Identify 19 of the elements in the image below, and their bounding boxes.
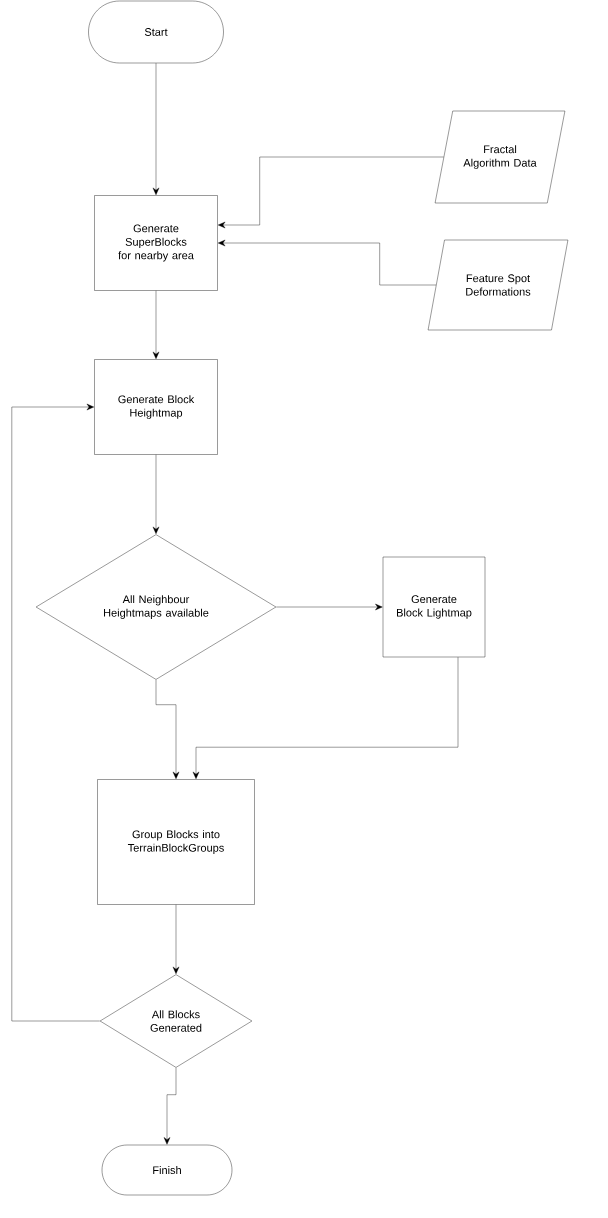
terminal-box: Finish bbox=[101, 1144, 233, 1196]
process-box: Generate Block Heightmap bbox=[94, 359, 218, 455]
data-parallelogram: Fractal Algorithm Data bbox=[434, 110, 566, 204]
arrow bbox=[11, 403, 100, 1022]
arrow bbox=[152, 454, 160, 534]
arrow bbox=[276, 603, 383, 611]
process-box: Group Blocks into TerrainBlockGroups bbox=[97, 779, 255, 905]
data-parallelogram: Feature Spot Deformations bbox=[427, 239, 569, 331]
arrow bbox=[218, 239, 437, 286]
arrow bbox=[192, 657, 459, 779]
arrow bbox=[163, 1067, 177, 1145]
arrow bbox=[218, 156, 444, 229]
terminal-box: Start bbox=[88, 0, 224, 64]
arrow bbox=[155, 679, 180, 779]
arrow bbox=[172, 904, 180, 974]
process-box: Generate SuperBlocks for nearby area bbox=[94, 195, 218, 291]
arrow bbox=[152, 290, 160, 359]
arrow bbox=[152, 63, 160, 195]
process-box: Generate Block Lightmap bbox=[382, 556, 486, 658]
